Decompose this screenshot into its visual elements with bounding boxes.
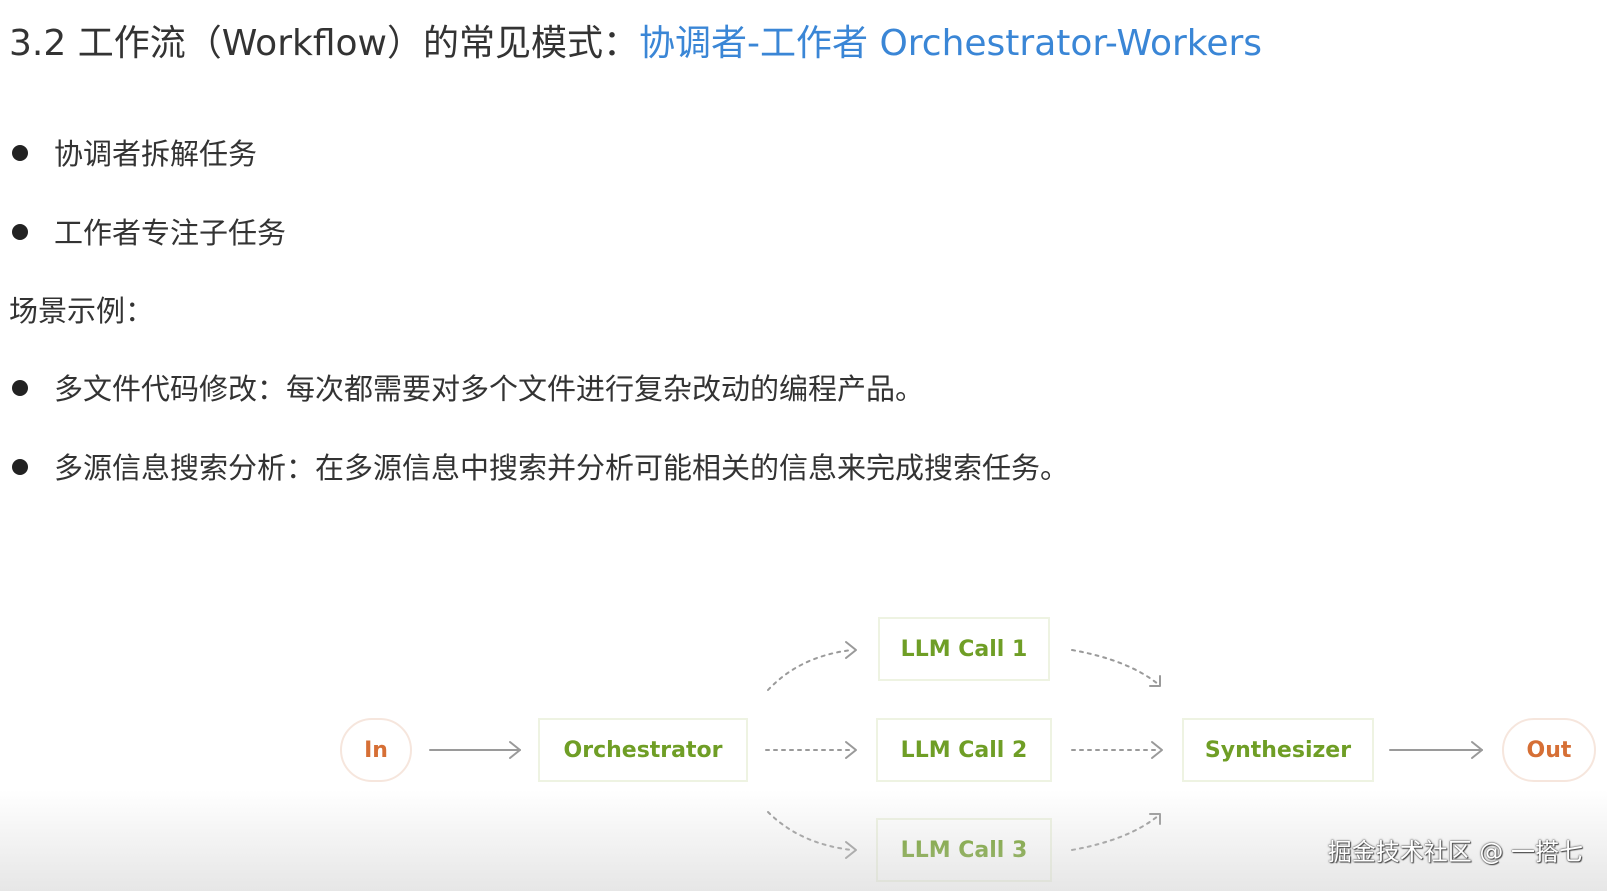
- node-orchestrator: Orchestrator: [538, 718, 748, 782]
- bullet-text: 多文件代码修改：每次都需要对多个文件进行复杂改动的编程产品。: [54, 372, 925, 406]
- arrow-orchestrator-call3: [767, 811, 853, 851]
- bullet-item: 协调者拆解任务: [12, 134, 257, 174]
- node-llm-call-3: LLM Call 3: [876, 818, 1052, 882]
- arrowhead-icon: [1149, 675, 1161, 687]
- node-llm-call-2: LLM Call 2: [876, 718, 1052, 782]
- node-synthesizer: Synthesizer: [1182, 718, 1374, 782]
- slide-title: 3.2 工作流（Workflow）的常见模式：协调者-工作者 Orchestra…: [9, 18, 1262, 70]
- arrowhead-icon: [1151, 741, 1163, 759]
- bullet-item: 多文件代码修改：每次都需要对多个文件进行复杂改动的编程产品。: [12, 369, 924, 409]
- bullet-dot-icon: [12, 380, 28, 396]
- arrowhead-icon: [509, 741, 521, 759]
- title-accent: 协调者-工作者 Orchestrator-Workers: [639, 23, 1263, 64]
- watermark: 掘金技术社区 @ 一搭七: [1327, 838, 1583, 866]
- node-out: Out: [1502, 718, 1596, 782]
- bullet-text: 工作者专注子任务: [54, 216, 287, 250]
- bullet-dot-icon: [12, 459, 28, 475]
- arrow-call3-synthesizer: [1071, 815, 1159, 851]
- bullet-text: 多源信息搜索分析：在多源信息中搜索并分析可能相关的信息来完成搜索任务。: [54, 451, 1070, 485]
- arrow-orchestrator-call1: [767, 649, 853, 691]
- arrowhead-icon: [845, 741, 857, 759]
- arrow-call1-synthesizer: [1071, 649, 1159, 685]
- arrowhead-icon: [1471, 741, 1483, 759]
- bullet-item: 多源信息搜索分析：在多源信息中搜索并分析可能相关的信息来完成搜索任务。: [12, 448, 1069, 488]
- node-llm-call-1: LLM Call 1: [878, 617, 1050, 681]
- bullet-dot-icon: [12, 145, 28, 161]
- title-prefix: 3.2 工作流（Workflow）的常见模式：: [9, 23, 640, 64]
- arrowhead-icon: [845, 641, 857, 659]
- bullet-item: 工作者专注子任务: [12, 213, 286, 253]
- node-in: In: [340, 718, 412, 782]
- bullet-dot-icon: [12, 224, 28, 240]
- bullet-text: 协调者拆解任务: [54, 137, 258, 171]
- scene-heading: 场景示例：: [9, 294, 155, 328]
